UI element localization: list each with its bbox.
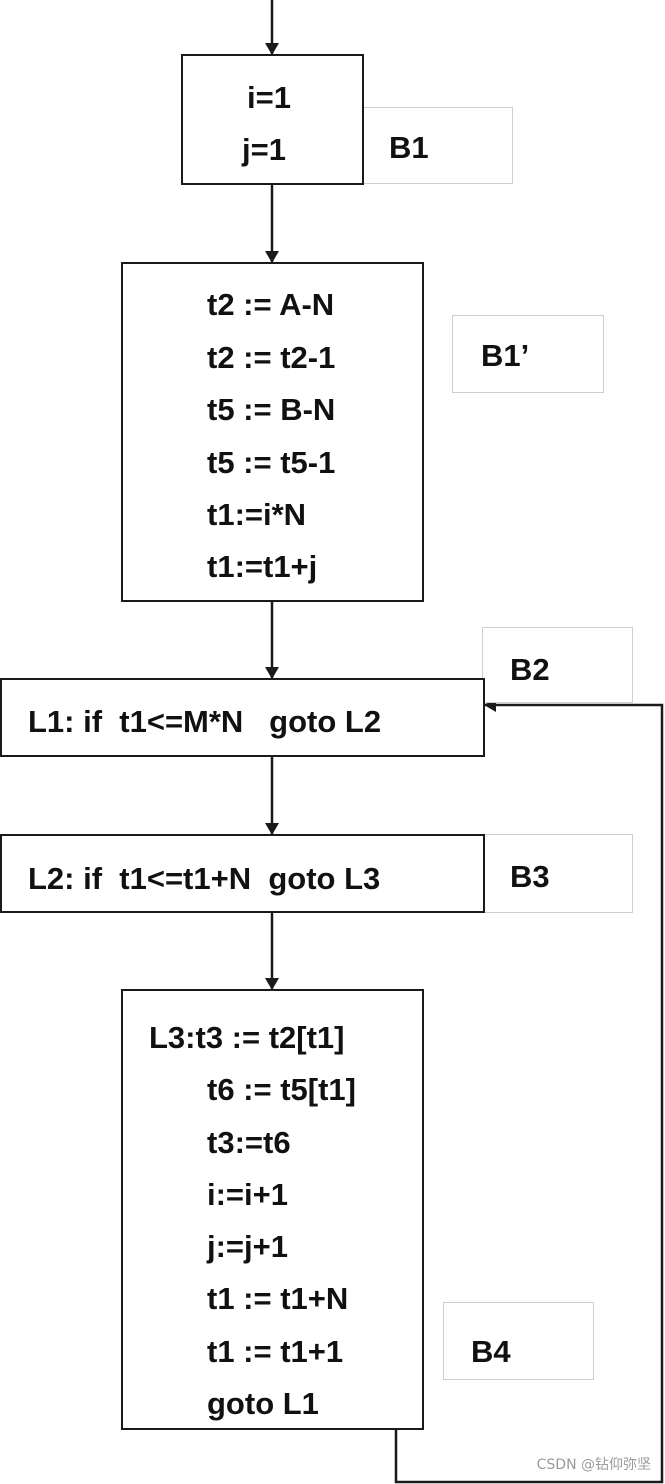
b1-label: B1: [389, 130, 429, 165]
b4-line-3: t3:=t6: [207, 1125, 291, 1160]
watermark: CSDN @钻仰弥坚: [536, 1457, 651, 1473]
b2-label: B2: [510, 652, 550, 687]
b1p-line-6: t1:=t1+j: [207, 549, 318, 584]
b2-label-box: B2: [482, 627, 633, 703]
b4-line-5: j:=j+1: [207, 1229, 288, 1264]
b1-label-box: B1: [362, 107, 513, 184]
b4-label: B4: [471, 1334, 511, 1369]
b4-line-6: t1 := t1+N: [207, 1281, 349, 1316]
b4-line-2: t6 := t5[t1]: [207, 1072, 356, 1107]
b1-line-2: j=1: [242, 132, 286, 167]
b1p-line-1: t2 := A-N: [207, 287, 335, 322]
b1p-line-2: t2 := t2-1: [207, 340, 336, 375]
b1-line-1: i=1: [247, 80, 291, 115]
b1p-label-box: B1’: [452, 315, 604, 393]
block-b2: L1: if t1<=M*N goto L2: [0, 678, 485, 757]
b3-label-box: B3: [482, 834, 633, 913]
b4-line-1: L3:t3 := t2[t1]: [149, 1020, 345, 1055]
b1p-line-5: t1:=i*N: [207, 497, 307, 532]
b1p-label: B1’: [481, 338, 530, 373]
loop-back-arrow: [394, 698, 664, 1484]
b4-line-4: i:=i+1: [207, 1177, 288, 1212]
block-b1-prime: t2 := A-N t2 := t2-1 t5 := B-N t5 := t5-…: [121, 262, 424, 602]
b4-line-7: t1 := t1+1: [207, 1334, 344, 1369]
b1p-line-3: t5 := B-N: [207, 392, 336, 427]
block-b4: L3:t3 := t2[t1] t6 := t5[t1] t3:=t6 i:=i…: [121, 989, 424, 1430]
b4-label-box: B4: [443, 1302, 594, 1380]
b1p-line-4: t5 := t5-1: [207, 445, 336, 480]
block-b1: i=1 j=1: [181, 54, 364, 185]
b3-line-1: L2: if t1<=t1+N goto L3: [28, 861, 381, 896]
b4-line-8: goto L1: [207, 1386, 319, 1421]
block-b3: L2: if t1<=t1+N goto L3: [0, 834, 485, 913]
b2-line-1: L1: if t1<=M*N goto L2: [28, 704, 382, 739]
b3-label: B3: [510, 859, 550, 894]
